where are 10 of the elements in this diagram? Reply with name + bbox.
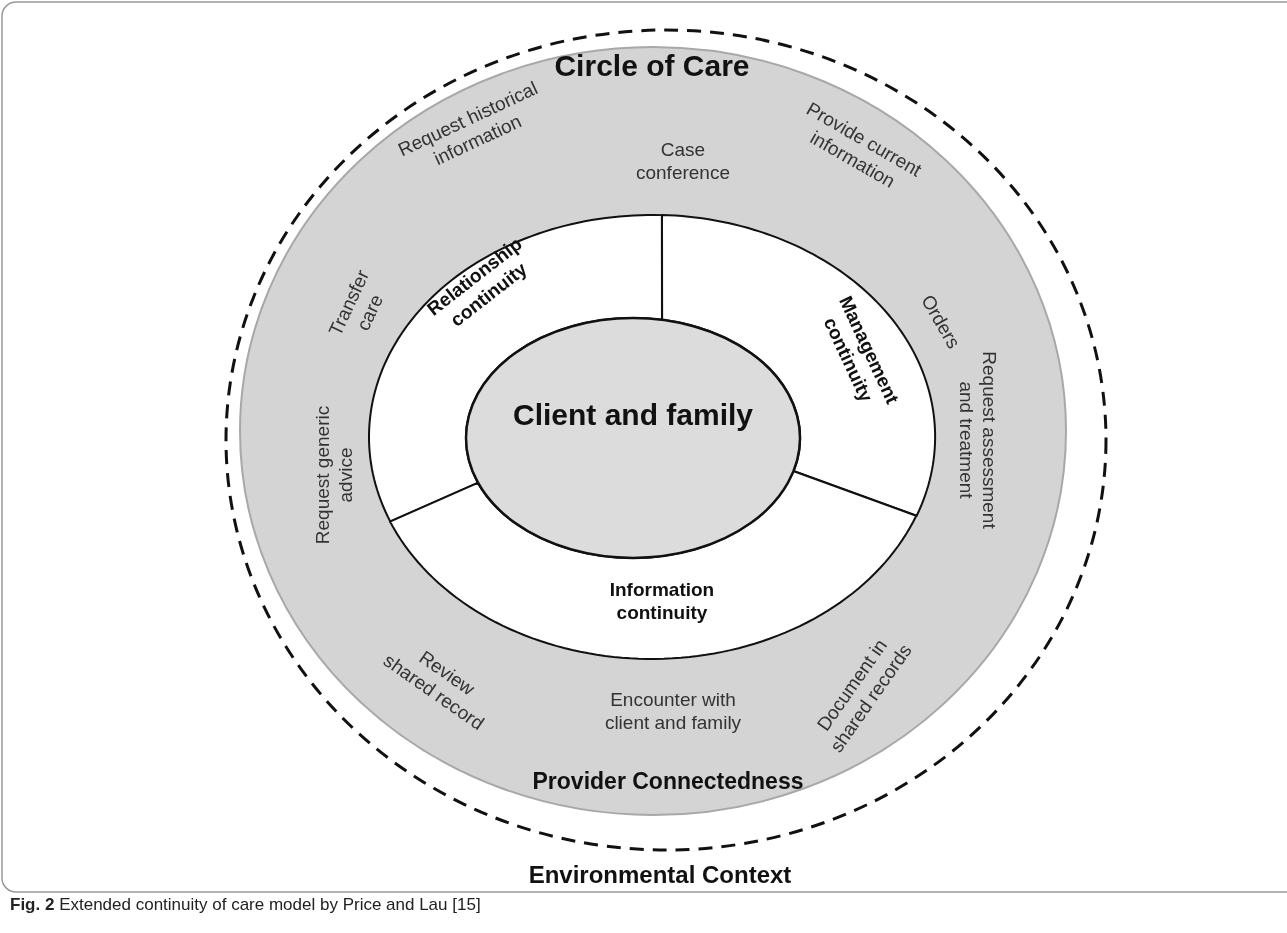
ring-heading: Circle of Care [553, 48, 751, 84]
activity-label: Request generic advice [312, 404, 357, 547]
activity-label: Case conference [635, 139, 731, 185]
ring-heading: Environmental Context [527, 860, 793, 890]
activity-label: Encounter with client and family [603, 689, 743, 735]
figure-caption: Fig. 2 Extended continuity of care model by Price and Lau [15] [10, 895, 481, 915]
region-label: Information continuity [608, 579, 716, 625]
ring-heading: Provider Connectedness [531, 768, 805, 796]
region-label: Client and family [511, 397, 754, 433]
activity-label: Request assessment and treatment [955, 350, 1000, 531]
